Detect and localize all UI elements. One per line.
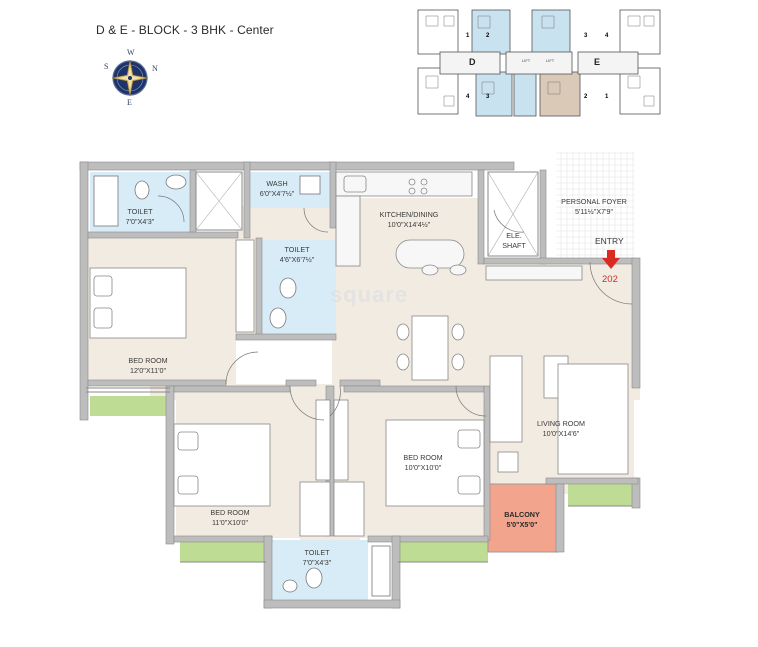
wardrobes — [235, 239, 365, 537]
room-name: ELE. — [506, 231, 522, 240]
key-plan-unit: 2 — [486, 33, 490, 39]
room-name: TOILET — [304, 548, 330, 557]
door-arcs — [157, 195, 633, 421]
compass-e-label: E — [127, 98, 132, 107]
key-plan-block-e: E — [594, 57, 601, 67]
room-size: 10'0"X10'0" — [404, 463, 442, 472]
entry-label: ENTRY — [595, 236, 624, 246]
toilet-3-label: TOILET 7'0"X4'3" — [303, 548, 332, 568]
key-plan-unit: 4 — [466, 94, 470, 100]
key-plan-block-d: D — [469, 57, 476, 67]
watermark: square — [330, 282, 409, 307]
kitchen-counter — [335, 171, 583, 281]
beds — [89, 267, 485, 507]
window-lines — [86, 387, 632, 563]
bedroom-3-label: BED ROOM 11'0"X10'0" — [210, 508, 249, 528]
balcony-label: BALCONY 5'0"X5'0" — [504, 510, 540, 530]
bedroom-2-label: BED ROOM 10'0"X10'0" — [403, 453, 442, 473]
personal-foyer-label: PERSONAL FOYER 5'11½"X7'9" — [561, 197, 627, 217]
room-size: 7'0"X4'3" — [302, 558, 332, 567]
compass-w-label: W — [127, 48, 135, 57]
room-name: SHAFT — [502, 241, 526, 250]
kitchen-dining-label: KITCHEN/DINING 10'0"X14'4½" — [380, 210, 439, 230]
room-size: 5'11½"X7'9" — [574, 207, 614, 216]
room-size: 11'0"X10'0" — [211, 518, 249, 527]
key-plan-unit: 3 — [486, 94, 490, 100]
room-size: 6'0"X4'7½" — [259, 189, 295, 198]
key-plan-unit: 1 — [466, 33, 470, 39]
toilet-2-label: TOILET 4'6"X6'7½" — [280, 245, 315, 265]
room-size: 5'0"X5'0" — [506, 520, 538, 529]
room-name: LIVING ROOM — [537, 419, 585, 428]
key-plan-unit: 1 — [605, 94, 609, 100]
room-name: BED ROOM — [128, 356, 168, 365]
living-room-label: LIVING ROOM 10'0"X14'6" — [537, 419, 585, 439]
room-name: BED ROOM — [210, 508, 250, 517]
shaft-cross-lines — [195, 171, 539, 257]
room-name: PERSONAL FOYER — [561, 197, 627, 206]
room-name: TOILET — [127, 207, 153, 216]
lift-shaft-label: ELE. SHAFT — [502, 231, 526, 251]
key-plan-unit: 2 — [584, 94, 588, 100]
living-furniture — [489, 355, 629, 475]
key-plan-lift-label: LIFT — [522, 58, 531, 63]
room-size: 4'6"X6'7½" — [279, 255, 315, 264]
room-name: KITCHEN/DINING — [379, 210, 439, 219]
room-name: TOILET — [284, 245, 310, 254]
dining-table — [396, 315, 465, 381]
room-size: 10'0"X14'6" — [542, 429, 580, 438]
key-plan-unit: 4 — [605, 33, 609, 39]
room-size: 7'0"X4'3" — [125, 217, 155, 226]
toilet-1-label: TOILET 7'0"X4'3" — [126, 207, 155, 227]
bedroom-1-label: BED ROOM 12'0"X11'0" — [128, 356, 167, 376]
balcony-fill — [487, 483, 559, 553]
room-size: 12'0"X11'0" — [129, 366, 167, 375]
key-plan-unit: 3 — [584, 33, 588, 39]
flat-number: 202 — [602, 274, 618, 285]
compass-s-label: S — [104, 62, 109, 71]
personal-foyer-hatch — [556, 152, 634, 262]
key-plan: D E 1 2 3 4 4 3 2 1 LIFT LIFT — [410, 6, 668, 122]
compass-rose-icon: W S N E — [100, 48, 160, 108]
room-name: WASH — [266, 179, 288, 188]
key-plan-lift-label: LIFT — [546, 58, 555, 63]
compass-n-label: N — [152, 64, 158, 73]
room-name: BALCONY — [504, 510, 540, 519]
room-name: BED ROOM — [403, 453, 443, 462]
wash-label: WASH 6'0"X4'7½" — [260, 179, 295, 199]
planter-strips — [90, 396, 632, 562]
room-size: 10'0"X14'4½" — [387, 220, 431, 229]
plan-title: D & E - BLOCK - 3 BHK - Center — [96, 23, 274, 37]
toilet-fixtures — [93, 174, 391, 597]
entry-arrow-icon — [602, 250, 620, 275]
